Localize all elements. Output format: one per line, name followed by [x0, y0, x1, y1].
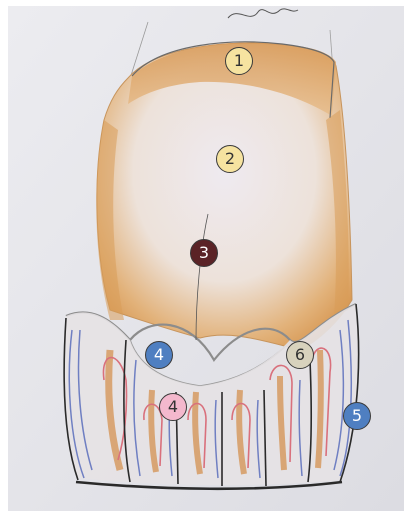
- marker-3: 3: [190, 239, 218, 267]
- marker-2: 2: [216, 145, 244, 173]
- marker-5: 5: [343, 402, 371, 430]
- marker-4-pink: 4: [159, 393, 187, 421]
- marker-1: 1: [225, 47, 253, 75]
- marker-4-blue: 4: [145, 341, 173, 369]
- marker-6: 6: [286, 341, 314, 369]
